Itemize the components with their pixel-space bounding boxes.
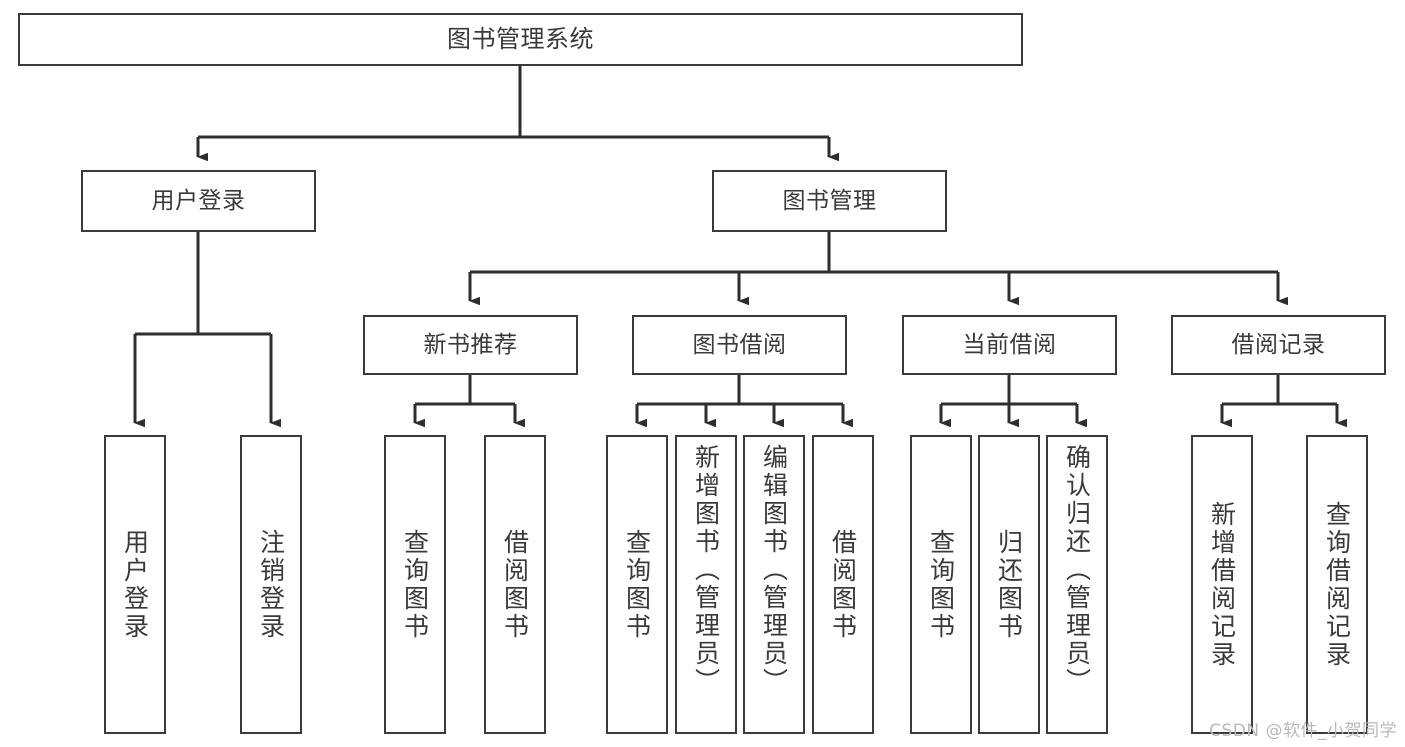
leaf-new-book-borrow-label: 借阅图书 [500, 528, 530, 641]
leaf-current-confirm-return-admin-label: 确认归还（管理员） [1062, 444, 1092, 696]
leaf-borrow-borrow-book[interactable]: 借阅图书 [812, 435, 874, 734]
leaf-current-query-book[interactable]: 查询图书 [910, 435, 972, 734]
leaf-current-return-book-label: 归还图书 [994, 528, 1024, 641]
leaf-record-add-record[interactable]: 新增借阅记录 [1191, 435, 1253, 734]
leaf-record-query-record-label: 查询借阅记录 [1322, 500, 1352, 669]
csdn-watermark: CSDN @软件_小贺同学 [1209, 721, 1397, 741]
leaf-borrow-edit-book-admin-label: 编辑图书（管理员） [759, 444, 789, 696]
leaf-borrow-add-book-admin-label: 新增图书（管理员） [691, 444, 721, 696]
leaf-user-login-signin[interactable]: 用户登录 [104, 435, 166, 734]
leaf-borrow-edit-book-admin[interactable]: 编辑图书（管理员） [743, 435, 805, 734]
node-new-book-recommend-label: 新书推荐 [423, 331, 518, 358]
leaf-new-book-query-label: 查询图书 [400, 528, 430, 641]
node-current-borrow[interactable]: 当前借阅 [902, 315, 1117, 375]
node-new-book-recommend[interactable]: 新书推荐 [363, 315, 578, 375]
leaf-current-confirm-return-admin[interactable]: 确认归还（管理员） [1046, 435, 1108, 734]
node-book-borrow[interactable]: 图书借阅 [632, 315, 847, 375]
leaf-current-query-book-label: 查询图书 [926, 528, 956, 641]
node-book-borrow-label: 图书借阅 [692, 331, 787, 358]
leaf-borrow-query-book-label: 查询图书 [622, 528, 652, 641]
node-book-management[interactable]: 图书管理 [712, 170, 947, 232]
node-user-login-label: 用户登录 [151, 187, 246, 214]
leaf-record-query-record[interactable]: 查询借阅记录 [1306, 435, 1368, 734]
node-book-management-label: 图书管理 [782, 187, 877, 214]
node-current-borrow-label: 当前借阅 [962, 331, 1057, 358]
node-user-login[interactable]: 用户登录 [81, 170, 316, 232]
leaf-borrow-query-book[interactable]: 查询图书 [606, 435, 668, 734]
leaf-record-add-record-label: 新增借阅记录 [1207, 500, 1237, 669]
leaf-user-login-signout[interactable]: 注销登录 [240, 435, 302, 734]
node-root-book-management-system[interactable]: 图书管理系统 [18, 13, 1023, 66]
leaf-new-book-borrow[interactable]: 借阅图书 [484, 435, 546, 734]
leaf-borrow-borrow-book-label: 借阅图书 [828, 528, 858, 641]
node-borrow-record-label: 借阅记录 [1231, 331, 1326, 358]
leaf-new-book-query[interactable]: 查询图书 [384, 435, 446, 734]
node-borrow-record[interactable]: 借阅记录 [1171, 315, 1386, 375]
leaf-borrow-add-book-admin[interactable]: 新增图书（管理员） [675, 435, 737, 734]
leaf-current-return-book[interactable]: 归还图书 [978, 435, 1040, 734]
node-root-label: 图书管理系统 [447, 24, 594, 53]
leaf-user-login-signout-label: 注销登录 [256, 528, 286, 641]
leaf-user-login-signin-label: 用户登录 [120, 528, 150, 641]
